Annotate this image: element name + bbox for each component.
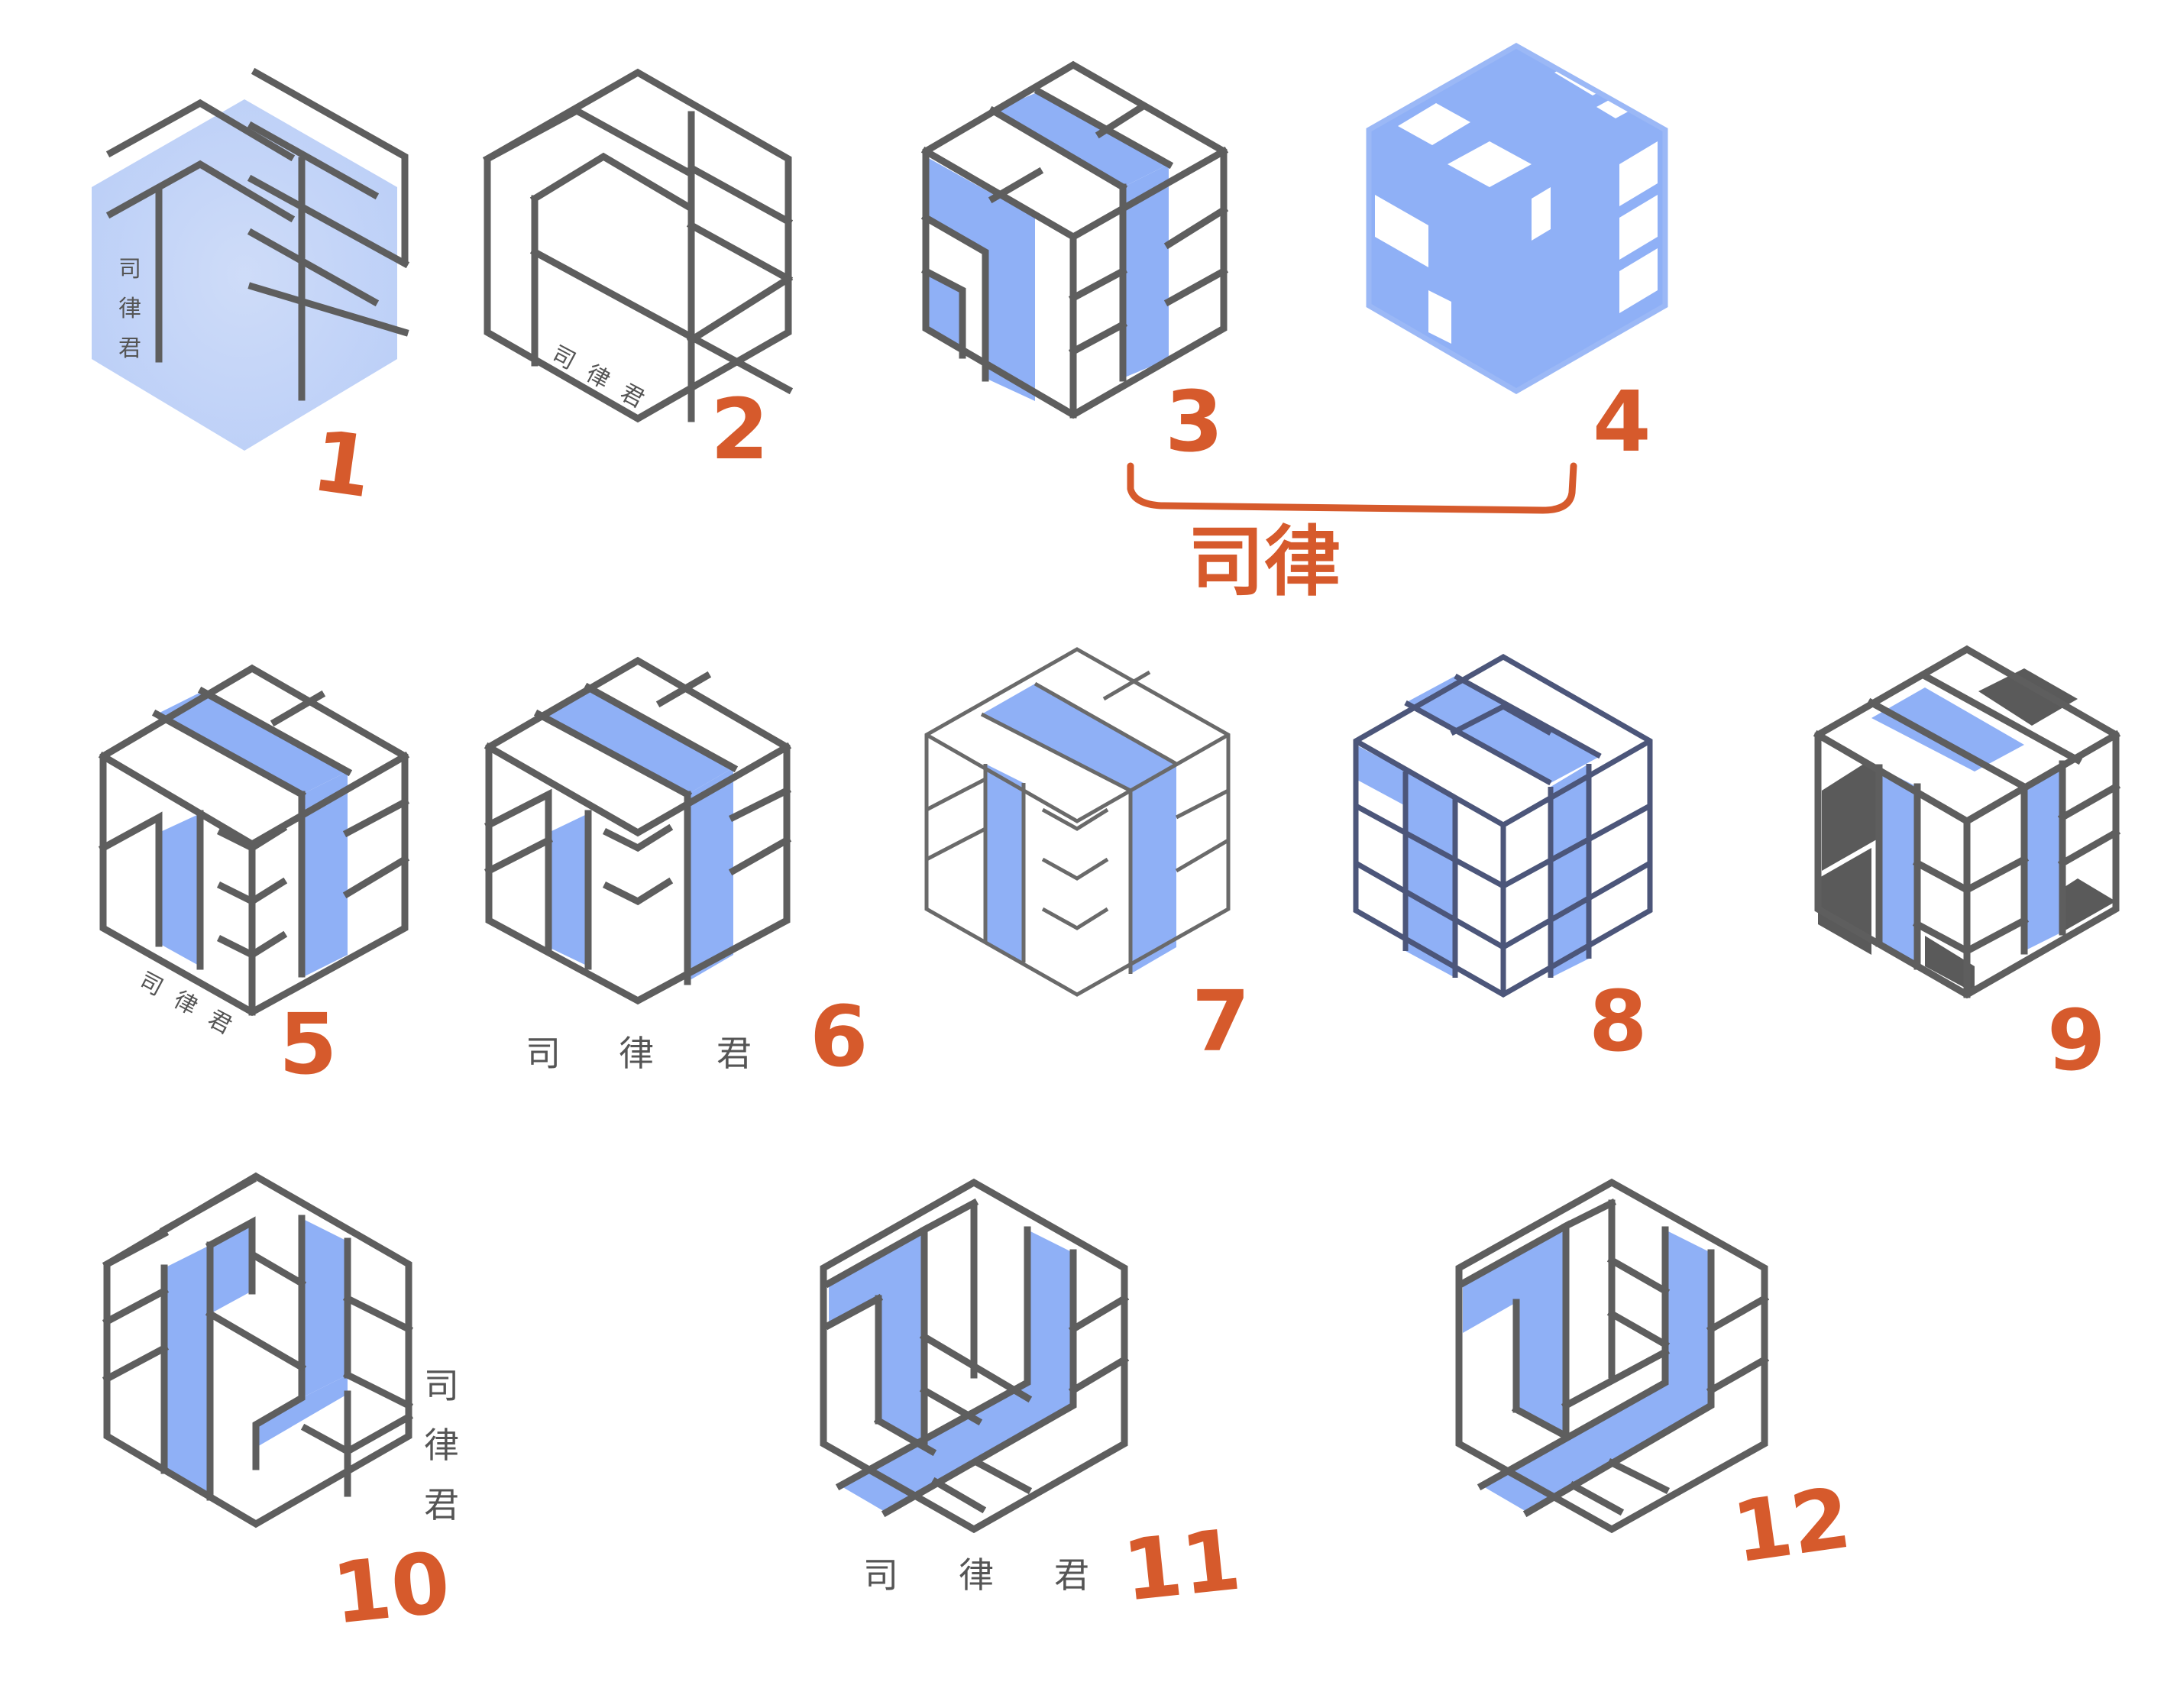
variant-5-number: 5 [279,995,338,1093]
variant-1-wordmark-char1: 司 [118,256,141,283]
variant-number-labels: 1 2 3 4 5 6 7 8 9 10 11 12 [279,373,2106,1643]
variant-9-number: 9 [2047,991,2106,1089]
variant-6-wordmark-char3: 君 [717,1033,752,1074]
bracket-3-4: 司律 [1127,462,1577,607]
variant-12-logo [1455,1178,1770,1534]
variant-6-logo: 司 律 君 [484,656,792,1074]
variant-10-number: 10 [328,1534,454,1643]
variant-6-wordmark-char2: 律 [619,1033,654,1074]
variant-1-wordmark-char3: 君 [118,335,141,362]
variant-2-logo: 司 律 君 [482,68,794,423]
variant-4-number: 4 [1593,373,1651,471]
variant-1-logo: 司 律 君 [92,67,410,451]
variant-8-logo [1353,653,1653,998]
variant-11-wordmark-char3: 君 [1054,1554,1089,1596]
variant-4-logo [1366,42,1668,395]
variant-10-logo: 司 律 君 [102,1172,459,1528]
variant-10-wordmark-char3: 君 [424,1484,459,1525]
variant-8-number: 8 [1589,972,1648,1070]
variant-10-wordmark-char2: 律 [424,1425,459,1466]
variant-11-wordmark-char1: 司 [863,1554,898,1596]
variant-5-wordmark-char3: 君 [203,1005,236,1040]
variant-6-number: 6 [810,988,869,1085]
variant-11-wordmark-char2: 律 [959,1554,994,1596]
variant-1-wordmark-char2: 律 [118,296,141,322]
variant-3-number: 3 [1165,373,1224,471]
variant-1-number: 1 [306,412,378,516]
variant-9-logo [1813,645,2121,999]
bracket-label: 司律 [1188,517,1341,607]
variant-7-logo [924,647,1231,997]
variant-6-wordmark-char1: 司 [526,1033,561,1074]
variant-5-wordmark-char1: 司 [134,967,167,1001]
variant-5-logo: 司 律 君 [98,664,410,1040]
variant-12-number: 12 [1727,1469,1856,1582]
variant-11-number: 11 [1118,1511,1245,1620]
variant-3-logo [920,60,1229,419]
variant-5-wordmark-char2: 律 [169,986,202,1021]
variant-10-wordmark-char1: 司 [424,1365,459,1406]
variant-11-logo: 司 律 君 [820,1178,1130,1596]
variant-2-number: 2 [710,380,769,478]
variant-7-number: 7 [1192,972,1250,1070]
